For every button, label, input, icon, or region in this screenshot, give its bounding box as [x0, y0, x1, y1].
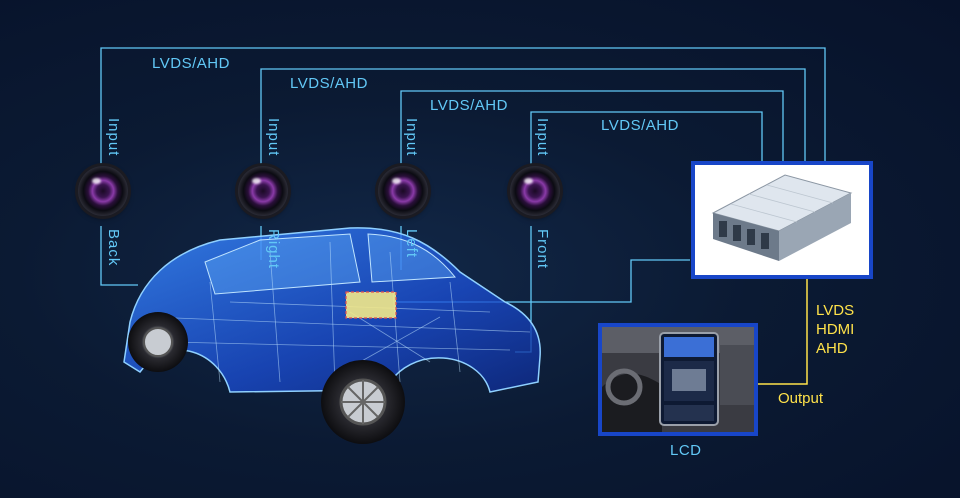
signal-ahd: AHD	[816, 340, 848, 357]
link-label-left: LVDS/AHD	[430, 97, 508, 114]
link-label-front: LVDS/AHD	[601, 117, 679, 134]
input-label-front: Input	[534, 118, 551, 157]
input-label-left: Input	[403, 118, 420, 157]
position-label-right: Right	[265, 229, 282, 270]
wire-back	[100, 47, 826, 165]
position-label-left: Left	[403, 229, 420, 259]
car-xray-illustration	[123, 227, 541, 444]
right-camera-icon	[238, 166, 288, 216]
wire-ecu-car	[396, 259, 690, 303]
processing-unit-box	[691, 161, 873, 279]
back-camera-icon	[78, 166, 128, 216]
wire-right	[260, 68, 806, 165]
position-label-back: Back	[105, 229, 122, 267]
wire-front	[530, 111, 763, 165]
processor-highlight	[345, 291, 397, 319]
link-label-back: LVDS/AHD	[152, 55, 230, 72]
processing-unit-icon	[711, 174, 853, 261]
lcd-display	[598, 323, 758, 436]
link-label-right: LVDS/AHD	[290, 75, 368, 92]
position-label-front: Front	[534, 229, 551, 270]
input-label-right: Input	[265, 118, 282, 157]
signal-hdmi: HDMI	[816, 321, 855, 338]
wire-left	[400, 90, 784, 165]
wire-back-down	[100, 226, 138, 286]
lcd-dashboard-image	[602, 327, 754, 432]
left-camera-icon	[378, 166, 428, 216]
front-camera-icon	[510, 166, 560, 216]
signal-lvds: LVDS	[816, 302, 855, 319]
wire-output	[758, 278, 808, 385]
lcd-label: LCD	[670, 442, 702, 459]
input-label-back: Input	[105, 118, 122, 157]
output-label: Output	[778, 390, 824, 407]
